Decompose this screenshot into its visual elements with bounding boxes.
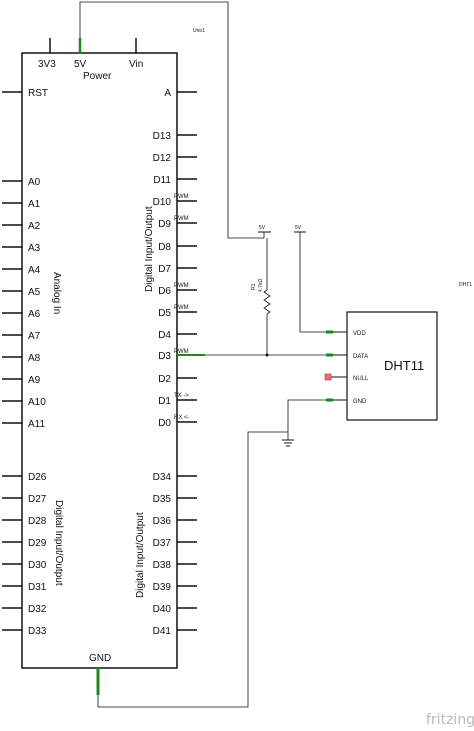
- right-pin-label-d6: D6: [158, 286, 171, 297]
- right-pin-label-d13: D13: [153, 131, 172, 142]
- resistor-zigzag: [263, 289, 271, 315]
- dht11-part-label: DHT1: [459, 282, 472, 288]
- wire-5v-to-resistor: [79, 1, 264, 239]
- pwm-tag-d10: PWM: [174, 194, 189, 200]
- left-pin-label-a2: A2: [28, 221, 41, 232]
- dht11-pin-data-label: DATA: [353, 354, 368, 360]
- dht11-pin-null-label: NULL: [353, 376, 369, 382]
- left-pin-label-a1: A1: [28, 199, 41, 210]
- right-pin-label-a: A: [164, 88, 171, 99]
- dht11-pin-null-marker: [324, 373, 332, 381]
- dht11-pin-gnd-label: GND: [353, 399, 367, 405]
- right-pin-label-d1: D1: [158, 396, 171, 407]
- left-pin-label-d27: D27: [28, 494, 47, 505]
- left-pin-label-d28: D28: [28, 516, 47, 527]
- pwm-tag-d3: PWM: [174, 349, 189, 355]
- fritzing-watermark: fritzing: [426, 712, 474, 728]
- pin-label-3v3: 3V3: [38, 59, 56, 70]
- dht11-body: [346, 311, 438, 421]
- right-pin-label-d5: D5: [158, 308, 171, 319]
- gnd-pin-label: GND: [89, 653, 111, 664]
- digital-io-label-lower-left: Digital Input/Output: [53, 500, 64, 586]
- right-pin-label-d2: D2: [158, 374, 171, 385]
- right-pin-label-d34: D34: [153, 472, 172, 483]
- left-pin-label-a11: A11: [28, 419, 45, 430]
- left-pin-column: RST A0A1A2A3A4A5A6A7A8A9A10A11D26D27D28D2…: [2, 88, 48, 637]
- left-pin-label-a8: A8: [28, 353, 41, 364]
- left-pin-label-a7: A7: [28, 331, 41, 342]
- supply-5v-left-label: 5V: [259, 225, 266, 231]
- left-pin-label-a10: A10: [28, 397, 46, 408]
- right-pin-label-d38: D38: [153, 560, 172, 571]
- digital-io-label-lower-right: Digital Input/Output: [135, 512, 146, 598]
- right-pin-label-d0: D0: [158, 418, 171, 429]
- right-pin-label-d7: D7: [158, 264, 171, 275]
- dht11-pin-vdd-label: VDD: [353, 331, 366, 337]
- right-pin-label-d35: D35: [153, 494, 172, 505]
- left-pin-label-rst: RST: [28, 88, 48, 99]
- arduino-board-body: [21, 52, 178, 669]
- right-pin-label-d41: D41: [153, 626, 172, 637]
- right-pin-label-d3: D3: [158, 351, 171, 362]
- tx-tag-d1: TX ->: [174, 393, 189, 399]
- left-pin-label-d26: D26: [28, 472, 47, 483]
- wire-5v-to-vdd: [299, 232, 328, 333]
- board-part-label: Uno1: [193, 28, 205, 34]
- right-pin-label-d36: D36: [153, 516, 172, 527]
- left-pin-label-a3: A3: [28, 243, 41, 254]
- resistor-value-label: 4.7kΩ: [258, 279, 264, 292]
- right-pin-label-d9: D9: [158, 219, 171, 230]
- left-pin-label-a0: A0: [28, 177, 41, 188]
- right-pin-label-d39: D39: [153, 582, 172, 593]
- rx-tag-d0: RX <-: [174, 415, 190, 421]
- power-group-label: Power: [83, 71, 112, 82]
- left-pin-label-d30: D30: [28, 560, 47, 571]
- digital-io-label-upper: Digital Input/Output: [144, 206, 155, 292]
- pwm-tag-d5: PWM: [174, 305, 189, 311]
- left-pin-label-a9: A9: [28, 375, 41, 386]
- left-pin-label-a5: A5: [28, 287, 41, 298]
- pin-label-5v: 5V: [74, 59, 87, 70]
- left-pin-label-d32: D32: [28, 604, 47, 615]
- left-pin-label-d31: D31: [28, 582, 47, 593]
- right-pin-label-d11: D11: [153, 175, 171, 186]
- right-pin-column: A D13D12D11D10D9D8D7D6D5D4D3D2D1D0D34D35D…: [153, 88, 197, 637]
- left-pin-label-d29: D29: [28, 538, 47, 549]
- junction-dot-data: [265, 353, 269, 357]
- resistor-ref-label: R1: [251, 283, 257, 290]
- analog-in-label: Analog In: [51, 272, 62, 314]
- right-pin-label-d8: D8: [158, 242, 171, 253]
- pwm-tag-d9: PWM: [174, 216, 189, 222]
- right-pin-label-d4: D4: [158, 330, 171, 341]
- pwm-tag-d6: PWM: [174, 283, 189, 289]
- left-pin-label-d33: D33: [28, 626, 47, 637]
- pin-label-vin: Vin: [129, 59, 143, 70]
- left-pin-label-a4: A4: [28, 265, 41, 276]
- dht11-name: DHT11: [384, 358, 424, 373]
- supply-5v-right-label: 5V: [295, 225, 302, 231]
- right-pin-label-d40: D40: [153, 604, 172, 615]
- right-pin-label-d12: D12: [153, 153, 172, 164]
- left-pin-label-a6: A6: [28, 309, 41, 320]
- right-pin-label-d10: D10: [153, 197, 172, 208]
- right-pin-label-d37: D37: [153, 538, 172, 549]
- wire-gnd-to-sensor: [287, 399, 328, 440]
- wire-gnd-return: [97, 431, 288, 708]
